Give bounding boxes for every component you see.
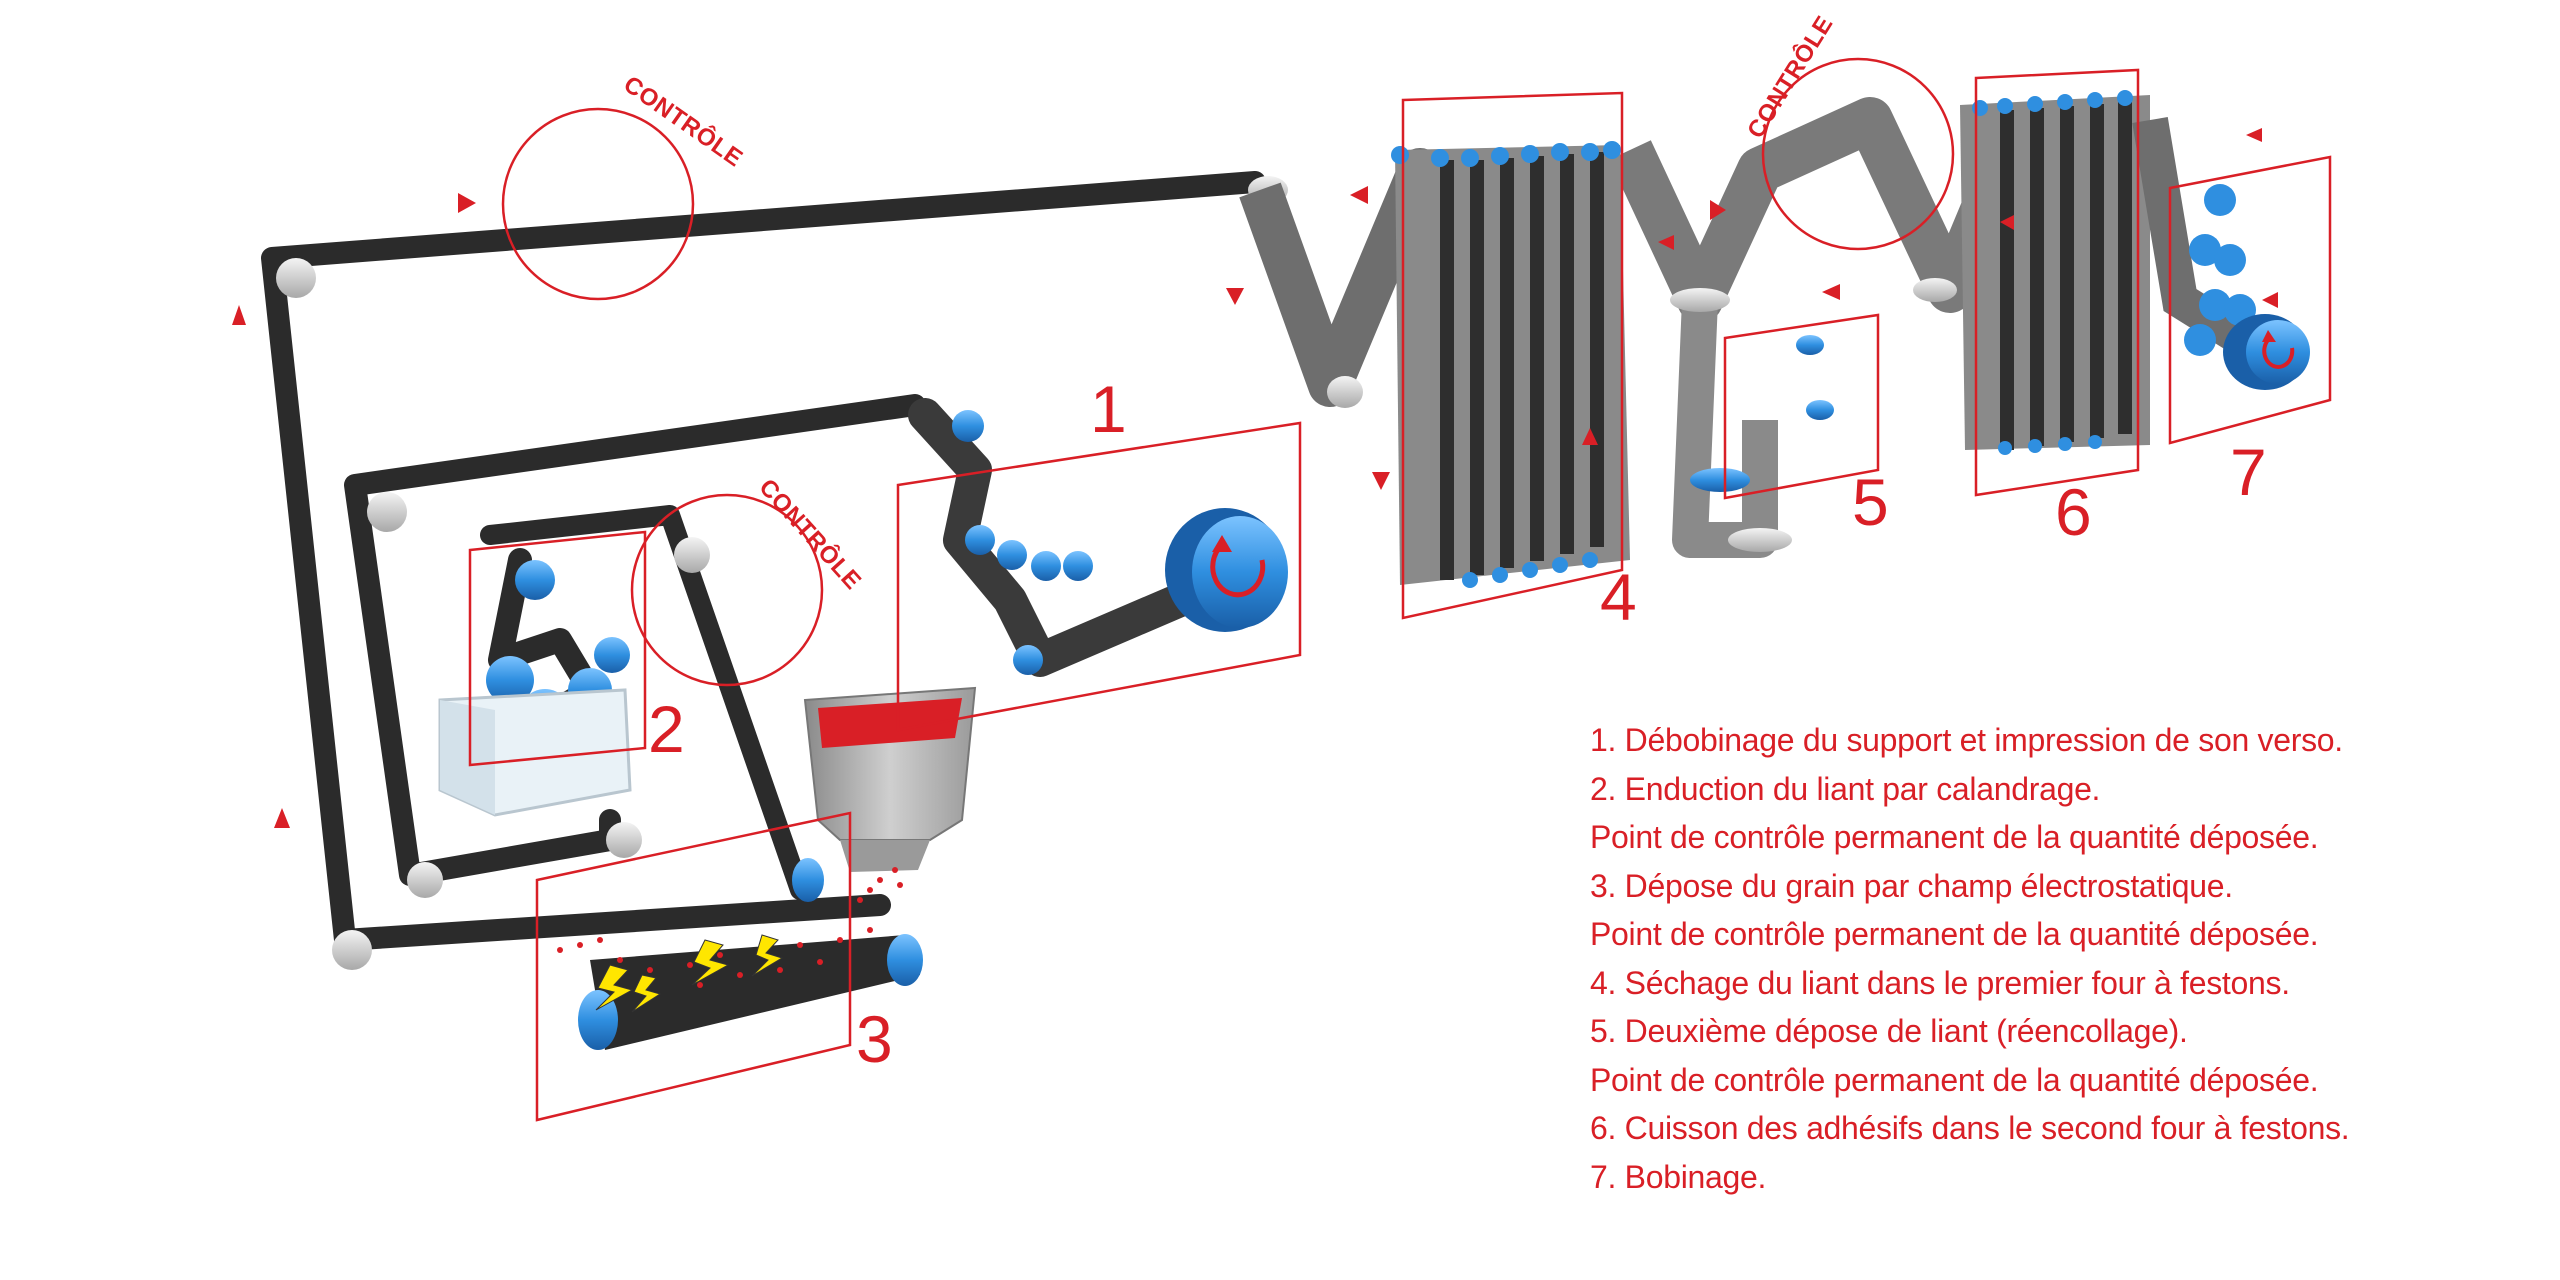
legend-line: 6. Cuisson des adhésifs dans le second f… xyxy=(1590,1110,2350,1146)
guide-roller xyxy=(1063,551,1093,581)
step-4-frame xyxy=(1401,91,1624,620)
roller xyxy=(407,862,443,898)
control-label: CONTRÔLE xyxy=(619,70,749,172)
legend-line: 4. Séchage du liant dans le premier four… xyxy=(1590,964,2290,1001)
web-path-left xyxy=(261,171,1266,951)
outer-web-loop xyxy=(261,171,1266,951)
direction-triangle-icon xyxy=(232,305,246,325)
roller xyxy=(367,492,407,532)
coating-roller xyxy=(515,560,555,600)
reglue-web xyxy=(1672,299,1778,558)
lightning-bolt-icon xyxy=(595,964,634,1011)
counterclockwise-arrow-icon xyxy=(2262,336,2295,369)
coating-roller xyxy=(594,637,630,673)
roller xyxy=(1728,528,1792,552)
roller xyxy=(674,537,710,573)
step-7-frame xyxy=(2168,155,2332,445)
direction-triangle-icon xyxy=(1226,288,1244,305)
lightning-bolt-icon xyxy=(751,934,784,977)
legend-line: 3. Dépose du grain par champ électrostat… xyxy=(1590,867,2233,904)
direction-triangle-icon xyxy=(2246,128,2262,142)
web-path-right xyxy=(1239,97,2075,572)
legend-line: Point de contrôle permanent de la quanti… xyxy=(1590,1061,2319,1098)
roller xyxy=(1690,468,1750,492)
step-number-4: 4 xyxy=(1600,560,1637,634)
step-number-1: 1 xyxy=(1090,372,1127,446)
guide-roller xyxy=(1013,645,1043,675)
direction-triangle-icon xyxy=(2262,292,2278,308)
legend-line: Point de contrôle permanent de la quanti… xyxy=(1590,916,2319,952)
direction-triangle-icon xyxy=(274,808,290,828)
festoon-oven-1 xyxy=(1391,141,1630,588)
legend-line: 5. Deuxième dépose de liant (réencollage… xyxy=(1590,1013,2188,1049)
roller xyxy=(1670,288,1730,312)
unwind-reel xyxy=(1165,508,1288,632)
step-2-frame xyxy=(468,530,647,767)
roller xyxy=(1806,400,1834,420)
step-5-frame xyxy=(1723,313,1880,500)
legend-line: 1. Débobinage du support et impression d… xyxy=(1590,722,2343,758)
direction-triangle-icon xyxy=(2000,215,2014,230)
legend-line: Point de contrôle permanent de la quanti… xyxy=(1590,819,2319,855)
direction-triangle-icon xyxy=(458,193,476,213)
roller xyxy=(1796,335,1824,355)
festoon-oven-2 xyxy=(1960,90,2150,455)
direction-triangle-icon xyxy=(1658,235,1674,250)
process-legend: 1. Débobinage du support et impression d… xyxy=(1590,716,2530,1201)
step-1-frame xyxy=(896,421,1302,732)
roller xyxy=(1327,376,1363,408)
control-circle xyxy=(630,493,824,687)
roller xyxy=(332,930,372,970)
electrostatic-conveyor xyxy=(557,858,923,1050)
step-number-5: 5 xyxy=(1852,465,1889,539)
step-number-7: 7 xyxy=(2230,435,2267,509)
step-frames xyxy=(468,68,2332,1122)
control-circle xyxy=(501,107,695,301)
control-circles xyxy=(501,57,1955,687)
rewinder xyxy=(2132,117,2310,390)
roller xyxy=(606,822,642,858)
legend-line: 2. Enduction du liant par calandrage. xyxy=(1590,770,2101,807)
guide-roller xyxy=(1031,551,1061,581)
roller xyxy=(1913,278,1957,302)
coating-roller xyxy=(486,656,534,704)
direction-triangle-icon xyxy=(1822,284,1840,300)
step-number-3: 3 xyxy=(856,1002,893,1076)
lightning-bolt-icon xyxy=(631,974,662,1013)
step-number-6: 6 xyxy=(2055,475,2092,549)
guide-roller xyxy=(997,540,1027,570)
direction-triangle-icon xyxy=(1710,200,1726,220)
control-label: CONTRÔLE xyxy=(754,473,868,595)
roller xyxy=(276,258,316,298)
step-6-frame xyxy=(1974,68,2140,497)
direction-markers xyxy=(232,128,2278,828)
grain-particles xyxy=(557,867,903,988)
guide-roller xyxy=(952,410,984,442)
coating-tray xyxy=(438,688,632,817)
direction-triangle-icon xyxy=(1372,472,1390,490)
step-number-2: 2 xyxy=(648,692,685,766)
legend-line: 7. Bobinage. xyxy=(1590,1158,1767,1195)
direction-triangle-icon xyxy=(1582,428,1598,445)
control-circle xyxy=(1761,57,1955,251)
step-3-frame xyxy=(535,811,852,1122)
guide-roller xyxy=(965,525,995,555)
grain-hopper xyxy=(803,686,977,872)
lightning-bolt-icon xyxy=(691,939,730,986)
direction-triangle-icon xyxy=(1350,186,1368,204)
counterclockwise-arrow-icon xyxy=(1210,543,1266,598)
rollers-right xyxy=(1327,278,1957,552)
